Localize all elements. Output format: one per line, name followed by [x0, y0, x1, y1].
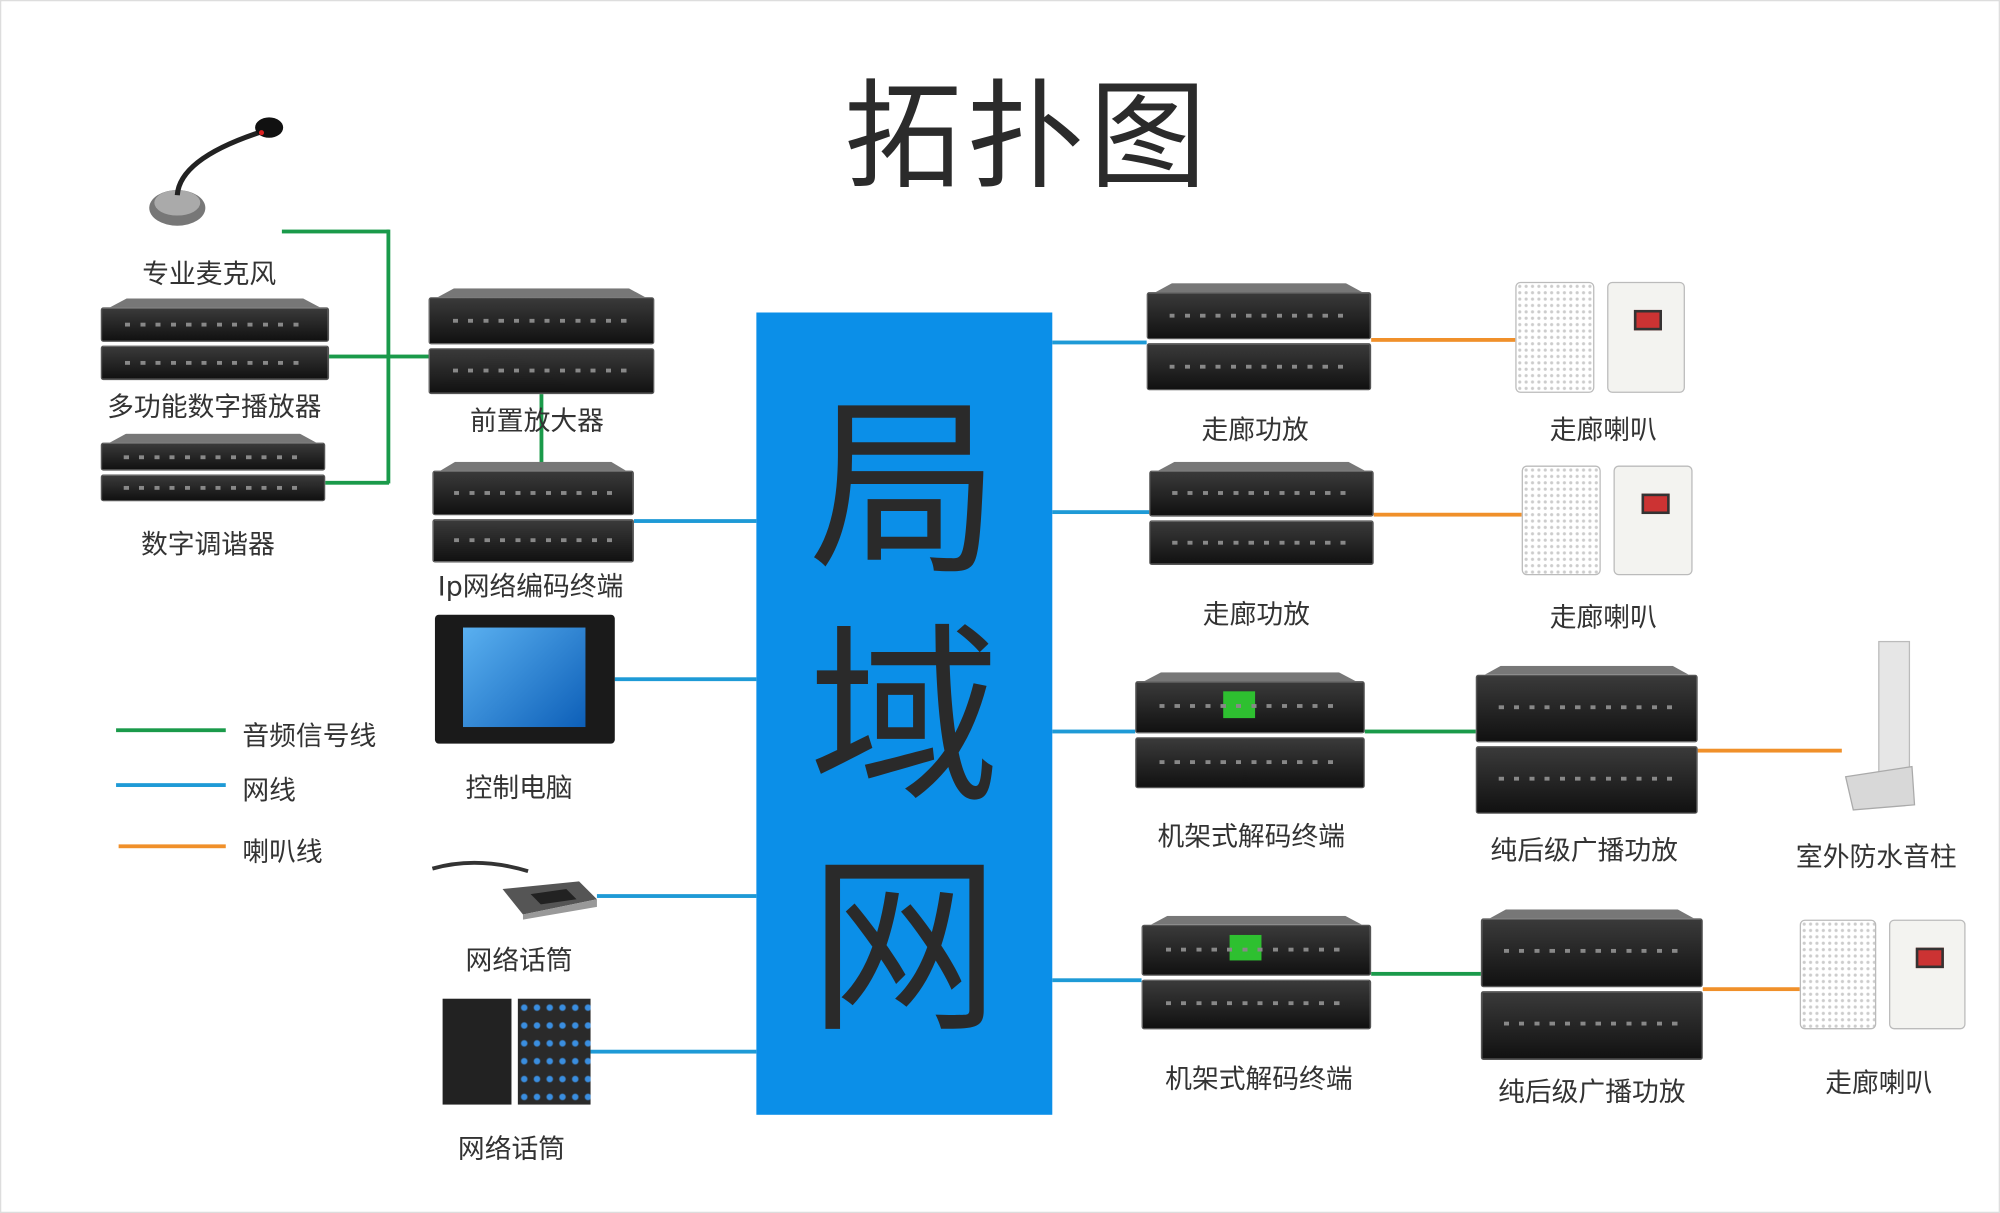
legend-audio-line	[116, 728, 226, 732]
column-speaker-icon	[1844, 640, 1916, 811]
network-line	[596, 894, 757, 898]
network-line	[1052, 729, 1136, 733]
audio-line	[281, 229, 390, 233]
label-dec2: 机架式解码终端	[1165, 1063, 1353, 1095]
label-pamp2: 纯后级广播功放	[1498, 1076, 1686, 1108]
panel-back-device	[517, 998, 591, 1105]
legend-audio-label: 音频信号线	[242, 720, 377, 752]
tuner-device	[100, 433, 326, 502]
legend-speaker-line	[118, 844, 226, 848]
network-line	[1052, 978, 1142, 982]
speaker-line	[1697, 748, 1842, 752]
legend-network-line	[116, 783, 226, 787]
audio-line	[539, 394, 543, 464]
diagram-title: 拓扑图	[844, 68, 1212, 206]
label-player: 多功能数字播放器	[107, 391, 322, 423]
network-line	[633, 519, 757, 523]
network-line	[1052, 340, 1147, 344]
amp2-device	[1149, 461, 1374, 566]
speaker2-device	[1521, 465, 1693, 576]
network-mic-icon	[431, 860, 597, 920]
audio-line	[1371, 971, 1481, 976]
label-amp1: 走廊功放	[1201, 414, 1309, 446]
label-dec1: 机架式解码终端	[1157, 821, 1346, 853]
network-line	[590, 1049, 757, 1053]
label-preamp: 前置放大器	[470, 405, 604, 437]
lan-char: 网	[808, 838, 1000, 1061]
label-spk3: 走廊喇叭	[1825, 1067, 1933, 1099]
power-amp2-device	[1480, 909, 1703, 1060]
label-pc: 控制电脑	[465, 772, 573, 804]
label-pamp1: 纯后级广播功放	[1490, 835, 1678, 867]
power-amp1-device	[1475, 665, 1698, 814]
legend-speaker-label: 喇叭线	[242, 836, 323, 868]
speaker-line	[1702, 987, 1800, 991]
label-amp2: 走廊功放	[1202, 599, 1310, 631]
lan-char: 局	[808, 379, 1000, 602]
label-tuner: 数字调谐器	[140, 529, 275, 560]
speaker-line	[1373, 512, 1522, 516]
label-spk1: 走廊喇叭	[1549, 414, 1657, 446]
label-mic: 专业麦克风	[142, 258, 277, 290]
decoder2-device	[1141, 915, 1372, 1030]
amp1-device	[1146, 283, 1372, 391]
label-encoder: Ip网络编码终端	[437, 571, 624, 603]
label-net-mic: 网络话筒	[465, 945, 573, 976]
network-line	[614, 677, 757, 681]
decoder1-device	[1135, 672, 1365, 789]
audio-line	[325, 480, 390, 485]
network-line	[1052, 510, 1150, 514]
legend-network-label: 网线	[242, 775, 296, 807]
player-device	[100, 298, 330, 381]
lan-block: 局 域 网	[756, 312, 1053, 1115]
speaker-line	[1371, 338, 1516, 342]
speaker1-device	[1515, 281, 1685, 393]
microphone-icon	[149, 117, 284, 226]
audio-line	[329, 354, 429, 358]
label-net-panel: 网络话筒	[457, 1133, 566, 1165]
panel-front-device	[442, 998, 512, 1105]
encoder-device	[432, 461, 634, 563]
label-column: 室外防水音柱	[1795, 841, 1957, 873]
lan-char: 域	[808, 609, 1000, 831]
preamp-device	[428, 288, 655, 395]
label-spk2: 走廊喇叭	[1549, 602, 1657, 633]
control-pc-device	[434, 614, 615, 744]
audio-line	[1364, 729, 1476, 733]
speaker3-device	[1799, 919, 1966, 1030]
